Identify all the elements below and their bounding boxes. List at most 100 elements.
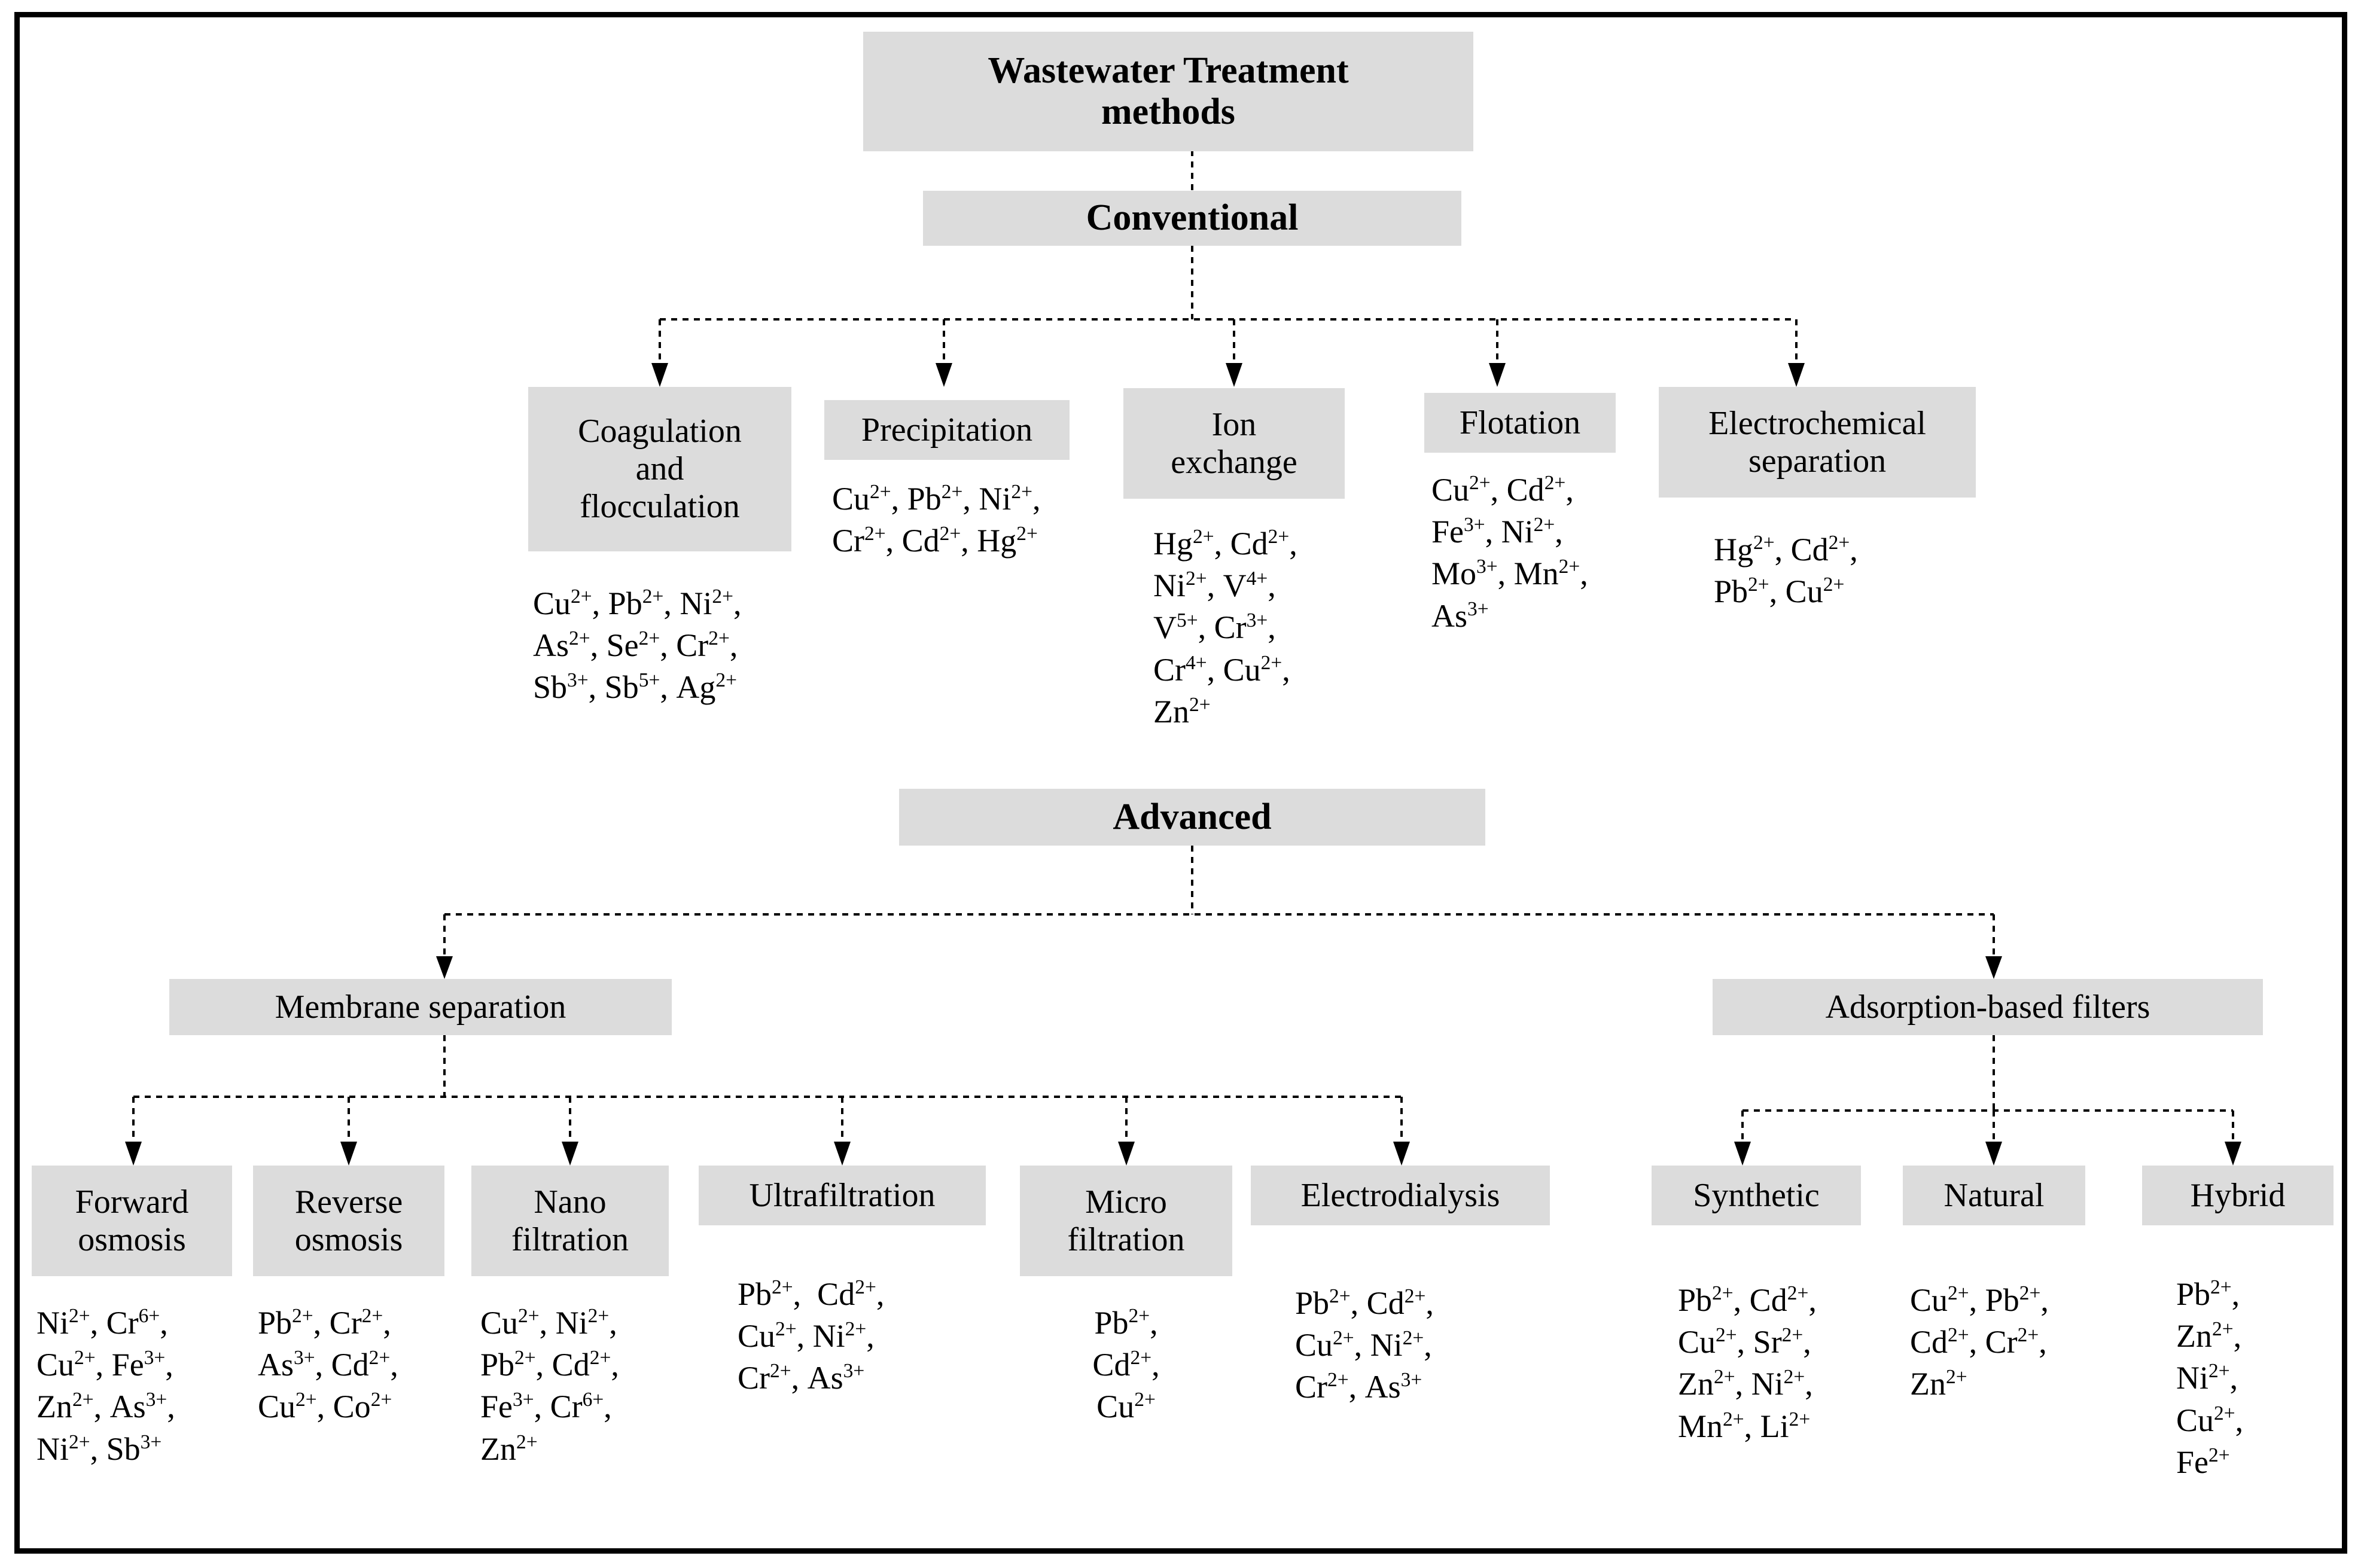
node-root[interactable]: Wastewater Treatment methods: [863, 32, 1473, 151]
ion-line: Zn2+: [480, 1430, 538, 1467]
node-membrane-separation[interactable]: Membrane separation: [169, 979, 672, 1035]
ion-line: Cr2+, As3+: [738, 1360, 865, 1396]
ion-line: Mo3+, Mn2+,: [1431, 556, 1588, 592]
ion-line: Ni2+, V4+,: [1153, 568, 1276, 604]
ions-forward-osmosis: Ni2+, Cr6+, Cu2+, Fe3+, Zn2+, As3+, Ni2+…: [36, 1302, 234, 1470]
node-reverse-osmosis[interactable]: Reverse osmosis: [253, 1166, 444, 1276]
node-label-line1: Forward: [75, 1183, 189, 1221]
node-electrochemical-separation[interactable]: Electrochemical separation: [1659, 387, 1976, 498]
connector-lines: [125, 150, 2241, 1166]
node-label-line2: filtration: [1067, 1221, 1185, 1258]
ion-line: Ni2+, Cr6+,: [36, 1305, 168, 1341]
ions-hybrid: Pb2+, Zn2+, Ni2+, Cu2+, Fe2+: [2176, 1273, 2344, 1483]
ion-line: Zn2+, Ni2+,: [1678, 1366, 1813, 1402]
node-conventional[interactable]: Conventional: [923, 191, 1461, 246]
ion-line: Fe3+, Cr6+,: [480, 1389, 612, 1425]
ion-line: Pb2+, Cd2+,: [1678, 1282, 1817, 1318]
ion-line: Fe2+: [2176, 1444, 2230, 1480]
ions-reverse-osmosis: Pb2+, Cr2+, As3+, Cd2+, Cu2+, Co2+: [258, 1302, 455, 1428]
ions-electrodialysis: Pb2+, Cd2+, Cu2+, Ni2+, Cr2+, As3+: [1295, 1282, 1534, 1408]
ion-line: Cu2+,: [2176, 1402, 2244, 1438]
node-label-line2: osmosis: [78, 1221, 186, 1258]
ion-line: Pb2+, Cd2+,: [480, 1347, 619, 1383]
ion-line: Cu2+, Cd2+,: [1431, 472, 1574, 508]
ions-ultrafiltration: Pb2+, Cd2+, Cu2+, Ni2+, Cr2+, As3+: [738, 1273, 977, 1399]
node-label-line2: separation: [1748, 442, 1887, 480]
root-label-line1: Wastewater Treatment: [988, 50, 1349, 91]
node-precipitation[interactable]: Precipitation: [824, 400, 1070, 460]
node-label-line2: and: [635, 450, 684, 488]
ion-line: Fe3+, Ni2+,: [1431, 514, 1563, 550]
ions-electrochemical: Hg2+, Cd2+, Pb2+, Cu2+: [1714, 529, 1953, 612]
ion-line: Hg2+, Cd2+,: [1153, 526, 1297, 562]
node-electrodialysis[interactable]: Electrodialysis: [1251, 1166, 1550, 1225]
node-label-line1: Reverse: [294, 1183, 403, 1221]
node-synthetic[interactable]: Synthetic: [1652, 1166, 1861, 1225]
node-coagulation-and-flocculation[interactable]: Coagulation and flocculation: [528, 387, 791, 551]
ion-line: Ni2+, Sb3+: [36, 1430, 162, 1467]
ion-line: V5+, Cr3+,: [1153, 609, 1276, 646]
ion-line: Pb2+, Cd2+,: [738, 1276, 885, 1312]
ion-line: Cu2+: [1096, 1389, 1156, 1425]
node-nano-filtration[interactable]: Nano filtration: [471, 1166, 669, 1276]
ions-flotation: Cu2+, Cd2+, Fe3+, Ni2+, Mo3+, Mn2+, As3+: [1431, 469, 1629, 637]
node-ultrafiltration[interactable]: Ultrafiltration: [699, 1166, 986, 1225]
node-label-line1: Ion: [1211, 405, 1257, 443]
ion-line: Zn2+, As3+,: [36, 1389, 175, 1425]
node-ion-exchange[interactable]: Ion exchange: [1123, 388, 1345, 499]
ion-line: Zn2+: [1910, 1366, 1967, 1402]
node-label-line1: Micro: [1085, 1183, 1167, 1221]
ions-coagulation: Cu2+, Pb2+, Ni2+, As2+, Se2+, Cr2+, Sb3+…: [533, 582, 820, 709]
ion-line: Cu2+, Ni2+,: [738, 1318, 875, 1355]
ion-line: Cu2+, Pb2+, Ni2+,: [832, 481, 1041, 517]
ion-line: Cu2+, Ni2+,: [480, 1305, 617, 1341]
ion-line: Cu2+, Ni2+,: [1295, 1327, 1432, 1363]
root-label-line2: methods: [1101, 91, 1235, 132]
node-label-line2: exchange: [1171, 443, 1297, 481]
ions-micro-filtration: Pb2+, Cd2+, Cu2+: [1020, 1302, 1232, 1428]
ions-synthetic: Pb2+, Cd2+, Cu2+, Sr2+, Zn2+, Ni2+, Mn2+…: [1678, 1279, 1893, 1447]
ion-line: Zn2+: [1153, 693, 1211, 730]
ion-line: Mn2+, Li2+: [1678, 1408, 1811, 1444]
ion-line: Cr2+, Cd2+, Hg2+: [832, 523, 1038, 559]
node-micro-filtration[interactable]: Micro filtration: [1020, 1166, 1232, 1276]
node-advanced[interactable]: Advanced: [899, 789, 1485, 846]
node-label-line1: Coagulation: [578, 413, 742, 450]
node-label-line3: flocculation: [580, 487, 740, 525]
node-label-line1: Nano: [534, 1183, 607, 1221]
diagram-frame: Wastewater Treatment methods Conventiona…: [14, 12, 2347, 1554]
ion-line: Cd2+, Cr2+,: [1910, 1324, 2047, 1360]
ion-line: Cu2+, Pb2+,: [1910, 1282, 2049, 1318]
node-forward-osmosis[interactable]: Forward osmosis: [32, 1166, 232, 1276]
ion-line: Zn2+,: [2176, 1318, 2242, 1355]
ions-precipitation: Cu2+, Pb2+, Ni2+, Cr2+, Cd2+, Hg2+: [832, 478, 1089, 562]
node-label-line2: filtration: [511, 1221, 629, 1258]
ion-line: Ni2+,: [2176, 1360, 2238, 1396]
node-natural[interactable]: Natural: [1903, 1166, 2085, 1225]
ion-line: Cu2+, Pb2+, Ni2+,: [533, 585, 742, 621]
ion-line: Pb2+, Cu2+: [1714, 573, 1845, 610]
ion-line: Cr2+, As3+: [1295, 1369, 1422, 1405]
node-flotation[interactable]: Flotation: [1424, 393, 1616, 453]
node-hybrid[interactable]: Hybrid: [2142, 1166, 2334, 1225]
ion-line: Pb2+,: [2176, 1276, 2240, 1312]
ion-line: As3+, Cd2+,: [258, 1347, 398, 1383]
ion-line: Cu2+, Sr2+,: [1678, 1324, 1811, 1360]
ion-line: Sb3+, Sb5+, Ag2+: [533, 669, 737, 706]
ion-line: Pb2+,: [1094, 1305, 1158, 1341]
ion-line: Cd2+,: [1092, 1347, 1160, 1383]
ion-line: Cu2+, Co2+: [258, 1389, 392, 1425]
node-adsorption-based-filters[interactable]: Adsorption-based filters: [1713, 979, 2263, 1035]
node-label-line1: Electrochemical: [1708, 404, 1926, 442]
ions-ion-exchange: Hg2+, Cd2+, Ni2+, V4+, V5+, Cr3+, Cr4+, …: [1153, 523, 1357, 733]
ion-line: Hg2+, Cd2+,: [1714, 532, 1858, 568]
ion-line: Cu2+, Fe3+,: [36, 1347, 173, 1383]
ion-line: Cr4+, Cu2+,: [1153, 651, 1290, 688]
ion-line: As3+: [1431, 597, 1489, 634]
ion-line: Pb2+, Cr2+,: [258, 1305, 391, 1341]
ion-line: Pb2+, Cd2+,: [1295, 1285, 1434, 1321]
node-label-line2: osmosis: [294, 1221, 403, 1258]
ions-natural: Cu2+, Pb2+, Cd2+, Cr2+, Zn2+: [1910, 1279, 2107, 1405]
ions-nano-filtration: Cu2+, Ni2+, Pb2+, Cd2+, Fe3+, Cr6+, Zn2+: [480, 1302, 678, 1470]
ion-line: As2+, Se2+, Cr2+,: [533, 627, 738, 664]
